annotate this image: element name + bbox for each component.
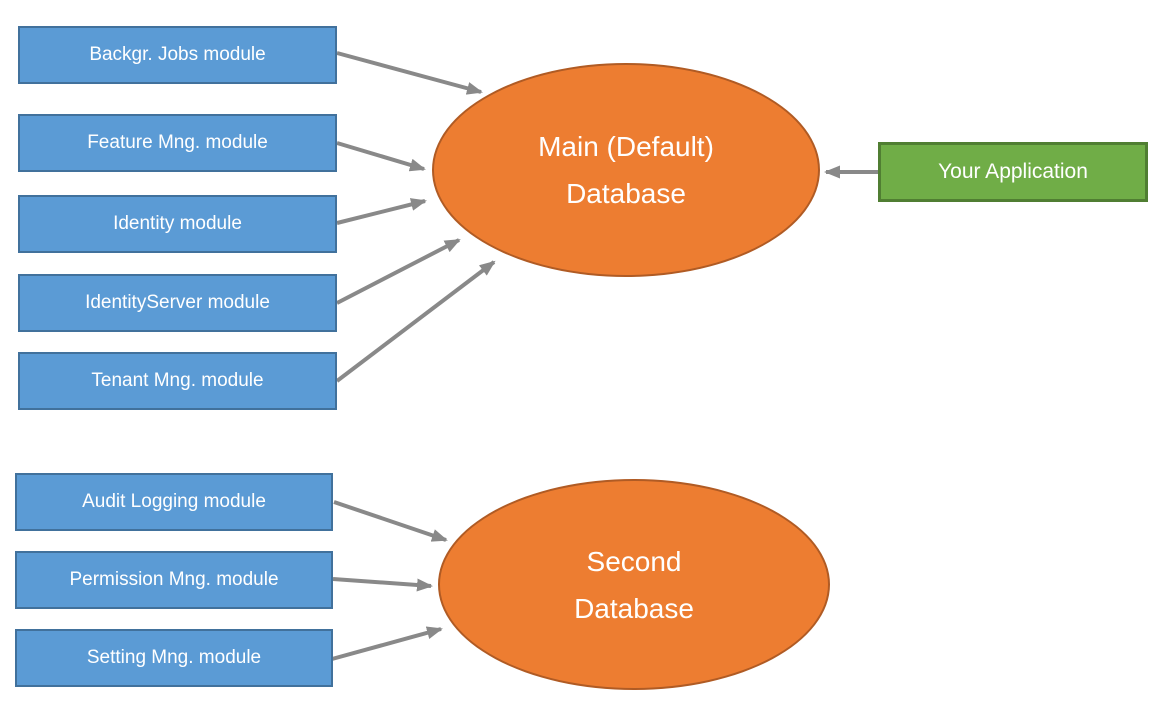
arrow-tenant-mng-to-main-db	[335, 260, 496, 383]
node-identity-module: Identity module	[18, 195, 337, 253]
node-label: Your Application	[938, 160, 1088, 183]
node-label: Backgr. Jobs module	[89, 44, 266, 65]
node-setting-mng-module: Setting Mng. module	[15, 629, 333, 687]
node-label: Setting Mng. module	[86, 647, 262, 668]
node-feature-mng-module: Feature Mng. module	[18, 114, 337, 172]
node-label-line: Database	[574, 592, 694, 624]
node-main-database: Main (Default) Database	[432, 63, 820, 277]
node-label: Identity module	[113, 213, 242, 234]
arrow-identityserver-to-main-db	[336, 238, 461, 305]
node-your-application: Your Application	[878, 142, 1148, 202]
arrow-backgr-jobs-to-main-db	[336, 51, 483, 95]
node-backgr-jobs-module: Backgr. Jobs module	[18, 26, 337, 84]
node-label: Permission Mng. module	[69, 569, 279, 590]
node-audit-logging-module: Audit Logging module	[15, 473, 333, 531]
node-label-line: Second	[586, 545, 682, 577]
arrow-audit-logging-to-second-db	[333, 500, 448, 542]
node-identityserver-module: IdentityServer module	[18, 274, 337, 332]
node-label: Tenant Mng. module	[91, 370, 264, 391]
arrow-identity-to-main-db	[336, 198, 427, 225]
node-label-line: Database	[566, 178, 686, 209]
node-second-database: Second Database	[438, 479, 830, 690]
node-label: Feature Mng. module	[87, 132, 268, 153]
arrow-setting-mng-to-second-db	[331, 626, 443, 661]
node-tenant-mng-module: Tenant Mng. module	[18, 352, 337, 410]
node-label: IdentityServer module	[85, 292, 270, 313]
arrow-permission-mng-to-second-db	[332, 577, 433, 592]
node-label: Audit Logging module	[82, 491, 266, 512]
node-permission-mng-module: Permission Mng. module	[15, 551, 333, 609]
node-label-line: Main (Default)	[538, 131, 714, 162]
arrow-feature-mng-to-main-db	[336, 141, 426, 172]
